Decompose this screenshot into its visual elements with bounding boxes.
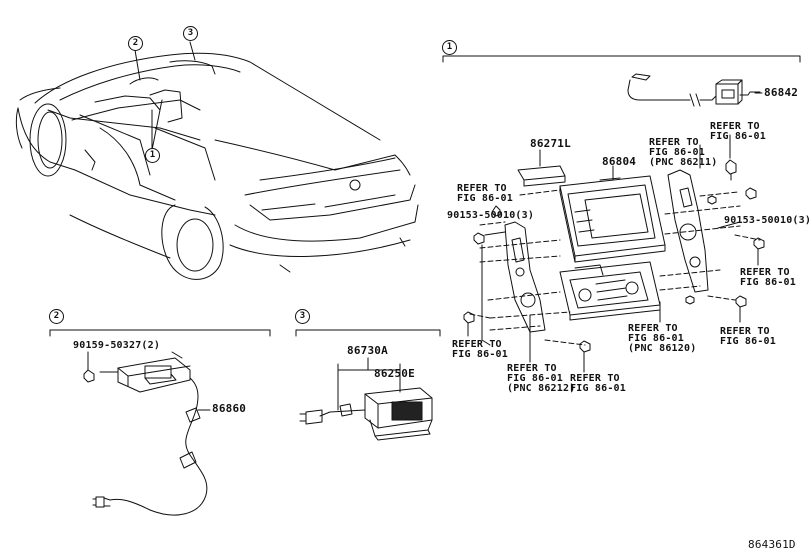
part-86730a-label: 86730A: [347, 344, 388, 357]
bolts-section1: [463, 134, 765, 373]
control-panel-86120: [559, 261, 661, 321]
part-86860-label: 86860: [212, 402, 247, 415]
section3-bracket: [295, 329, 441, 337]
bolt-label-left: 90153-50010(3): [447, 210, 535, 221]
bracket-86860: [83, 351, 211, 516]
module-86271l: [517, 149, 566, 187]
callout-2: 2: [128, 36, 143, 51]
callout-1-section: 1: [442, 40, 457, 55]
callout-3-section: 3: [295, 309, 310, 324]
part-86271l-label: 86271L: [530, 137, 571, 150]
unit-86730a: [299, 357, 433, 441]
section2-bracket: [49, 329, 271, 337]
section1-bracket: [442, 55, 801, 63]
head-unit-86804: [559, 165, 666, 263]
part-86804-label: 86804: [602, 155, 637, 168]
diagram-id: 864361D: [748, 538, 796, 551]
wire-86842: [627, 73, 761, 107]
callout-1-car: 1: [145, 148, 160, 163]
bolt-label-right: 90153-50010(3): [724, 215, 811, 226]
part-86842-label: 86842: [764, 86, 799, 99]
left-bracket: [481, 221, 546, 346]
callout-2-section: 2: [49, 309, 64, 324]
leaders-section1: [529, 92, 763, 363]
bolt-label-section2: 90159-50327(2): [73, 340, 161, 351]
car-illustration: [15, 41, 419, 280]
part-86250e-label: 86250E: [374, 367, 415, 380]
right-bracket: [667, 169, 709, 293]
callout-3: 3: [183, 26, 198, 41]
